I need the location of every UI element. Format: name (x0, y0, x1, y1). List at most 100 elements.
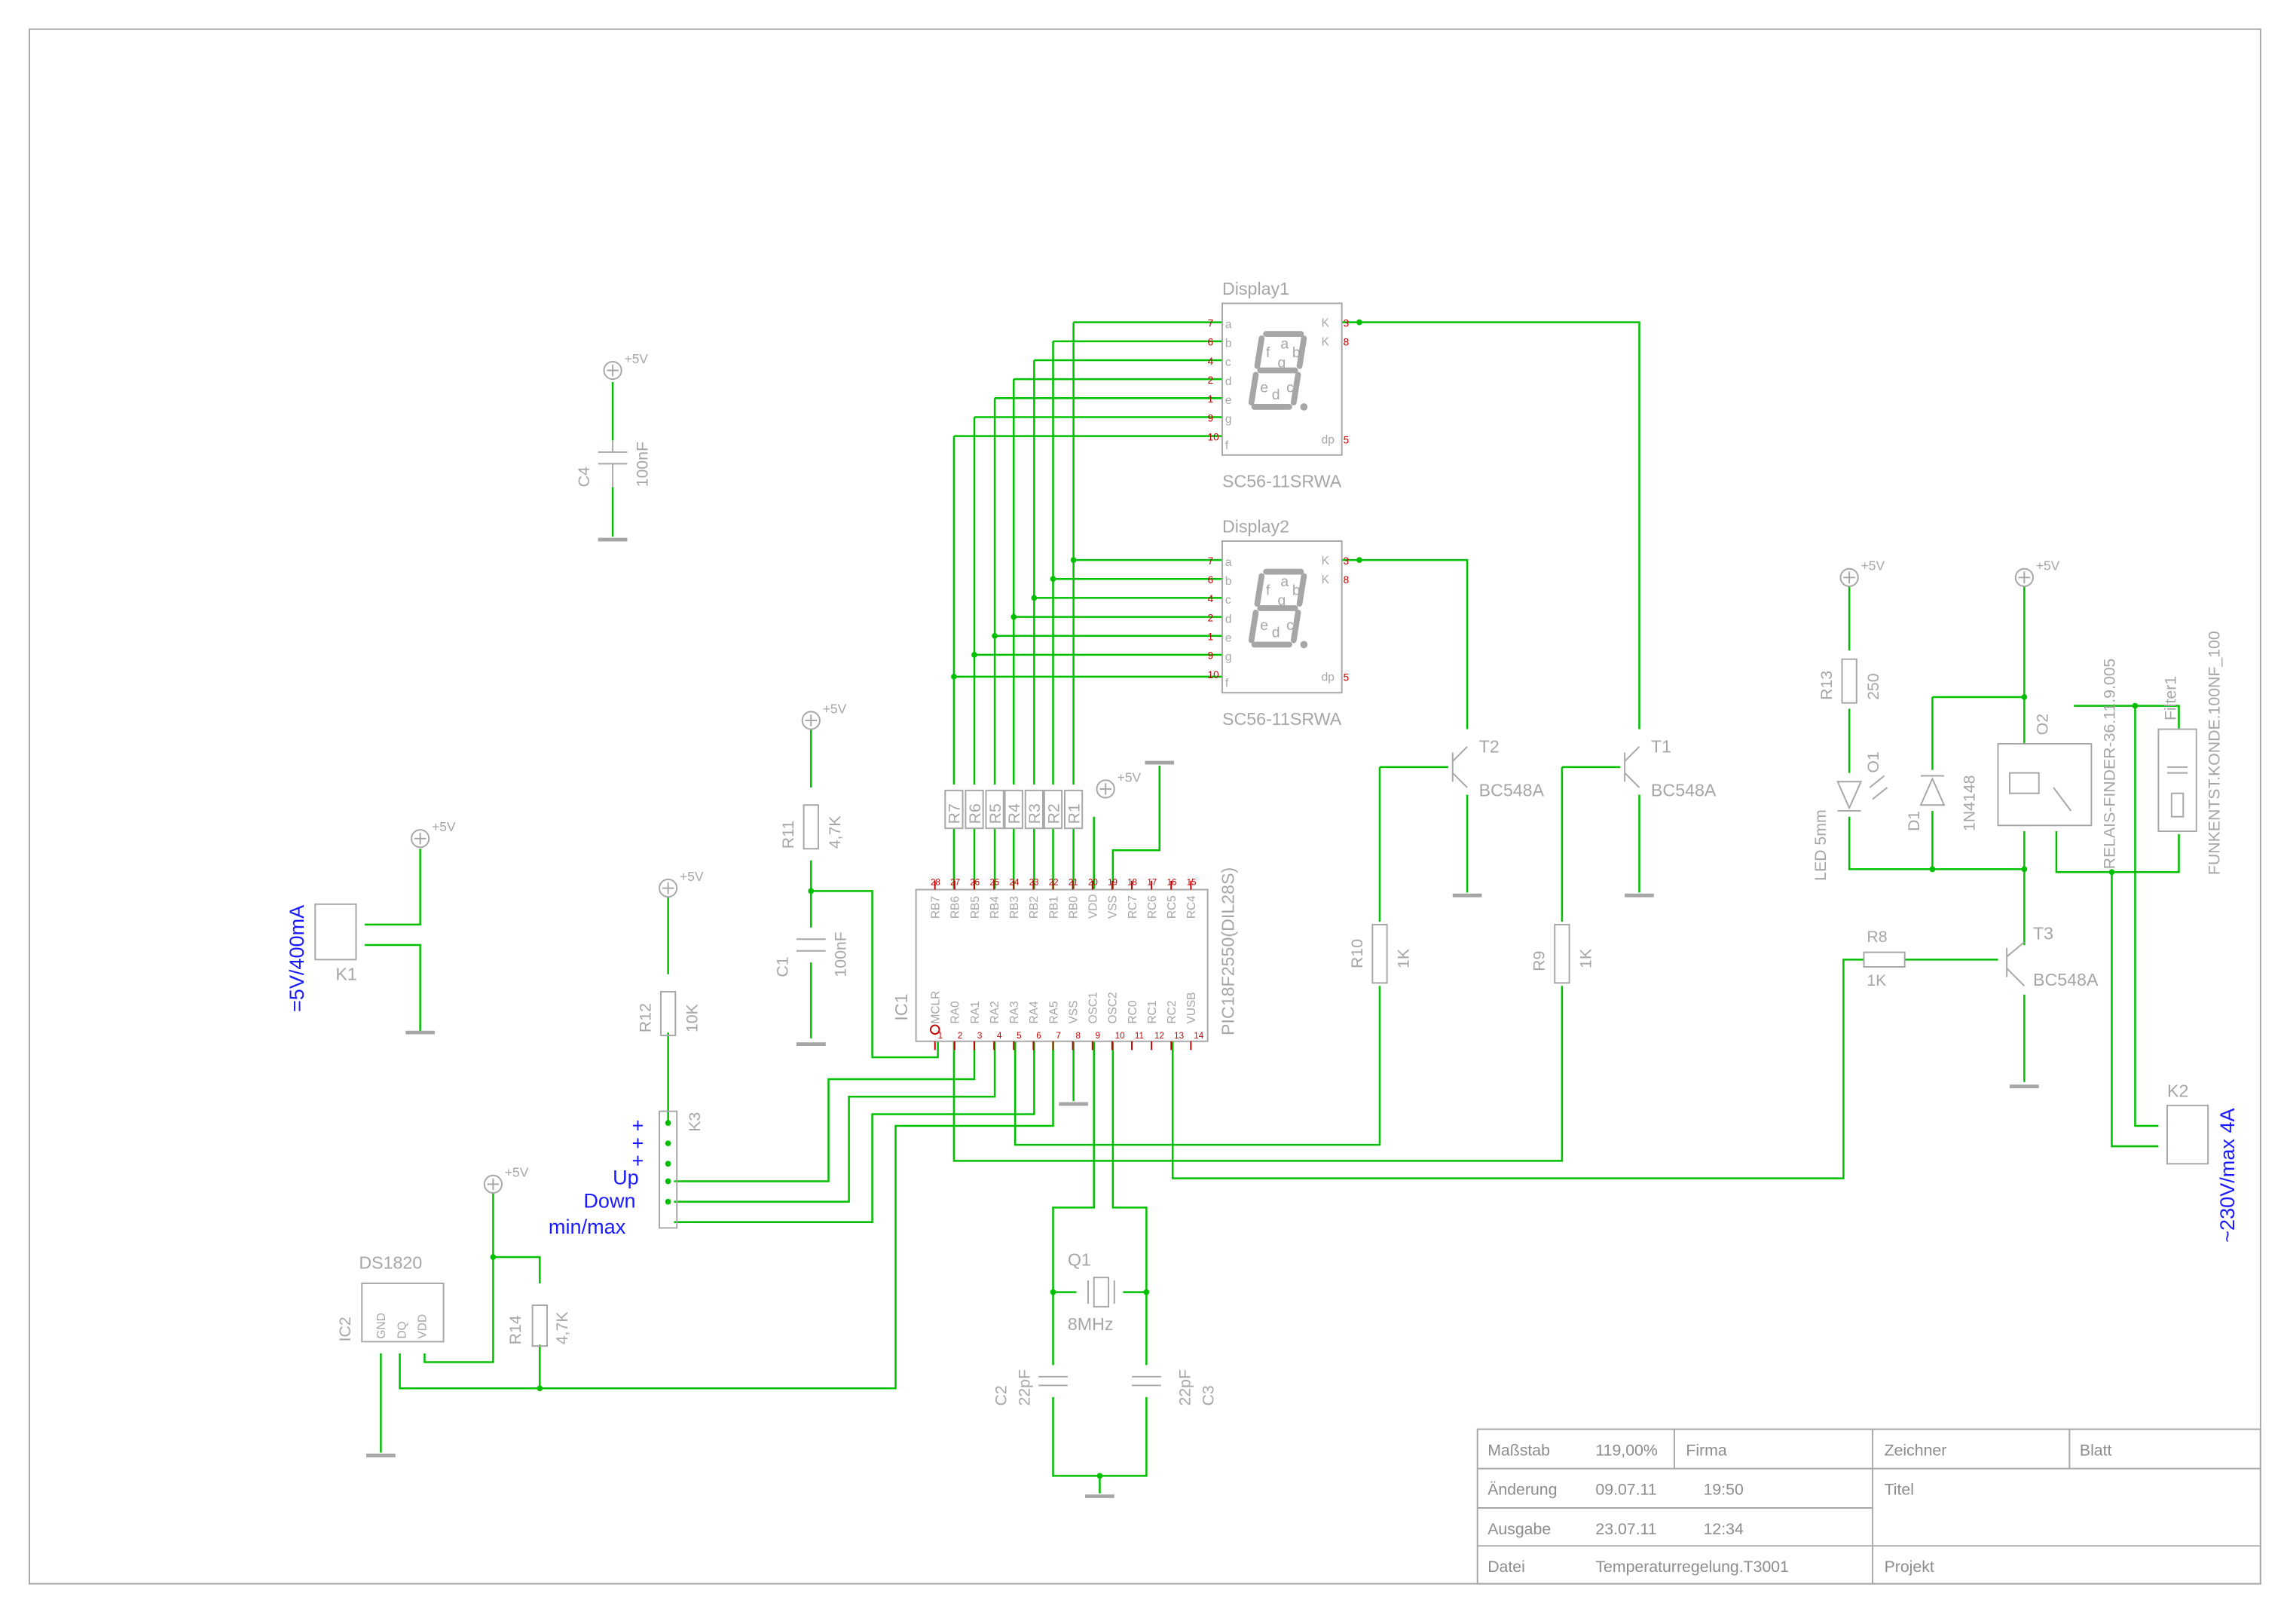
wire-d1 (1931, 696, 2025, 870)
tb-massstab-label: Maßstab (1487, 1441, 1550, 1459)
supply-symbol: +5V (411, 819, 456, 849)
display-pin-number: 6 (1208, 337, 1214, 348)
display-pin-number: 8 (1344, 337, 1350, 348)
wire-d2-k (1341, 558, 1469, 729)
mcu-pin-number: 20 (1088, 878, 1098, 888)
wire-seg-b (1052, 340, 1223, 785)
supply-label: +5V (432, 819, 456, 834)
array-resistor-label: R7 (946, 803, 964, 824)
mcu-pin-label: VSS (1067, 1001, 1080, 1024)
junction-dot (2021, 866, 2028, 873)
display-pin-number: 2 (1208, 375, 1214, 386)
array-resistor: R2 (1043, 789, 1062, 830)
supply-label: +5V (823, 701, 847, 716)
sensor-ds1820 (361, 1283, 445, 1343)
mcu-pin-label: RB6 (949, 896, 962, 919)
c1-ref: C1 (773, 956, 791, 977)
array-resistor-label: R2 (1044, 803, 1062, 824)
filter1-value: FUNKENTST.KONDE.100NF_100 (2206, 631, 2224, 875)
mcu-pin-label: VDD (1087, 895, 1100, 919)
r11-value: 4,7K (826, 816, 844, 849)
sheet-frame (29, 28, 2261, 1585)
wire-seg-d (1013, 378, 1223, 785)
array-resistor: R7 (944, 789, 964, 830)
mcu-pin-label: RC2 (1166, 1001, 1179, 1024)
mcu-pins: 28RB727RB626RB525RB424RB323RB222RB121RB0… (930, 878, 1204, 1051)
mcu-pin-number: 5 (1017, 1031, 1021, 1041)
supply-label: +5V (505, 1165, 529, 1180)
display-pin-letter: g (1225, 651, 1232, 664)
display-pin-letter: d (1225, 375, 1232, 388)
display-segment-letter: g (1278, 355, 1286, 372)
mcu-pin-number: 11 (1135, 1031, 1144, 1041)
display-pin-number: 6 (1208, 574, 1214, 586)
array-resistor: R4 (1004, 789, 1023, 830)
q1-ref: Q1 (1068, 1250, 1091, 1270)
junction-dot (971, 652, 977, 658)
display-segment (1254, 573, 1265, 607)
connector-k2 (2166, 1104, 2209, 1165)
filter1-ref: Filter1 (2162, 676, 2180, 720)
junction-dot (1010, 613, 1017, 620)
mcu-pin-label: RA3 (1008, 1001, 1021, 1023)
t1-value: BC548A (1651, 781, 1717, 800)
display-pin-letter: e (1225, 632, 1232, 644)
display-pin-number: 2 (1208, 612, 1214, 623)
tb-ausgabe-label: Ausgabe (1487, 1520, 1551, 1538)
c3-ref: C3 (1199, 1385, 1217, 1405)
mcu-ic1: IC1 PIC18F2550(DIL28S) (891, 867, 1237, 1042)
wire-minmax (674, 1041, 1035, 1223)
down-label: Down (583, 1188, 635, 1212)
t1-ref: T1 (1651, 737, 1671, 757)
mcu-pin-label: RC0 (1127, 1001, 1139, 1024)
display-pin-letter: b (1225, 338, 1232, 350)
mcu-pin-number: 7 (1056, 1031, 1060, 1041)
tb-aenderung-date: 09.07.11 (1595, 1481, 1656, 1499)
wire-vss (1111, 765, 1161, 890)
mcu-pin-number: 14 (1194, 1031, 1203, 1041)
r14-ref: R14 (506, 1315, 524, 1344)
display-pin-number: 7 (1208, 317, 1214, 329)
t3-value: BC548A (2033, 970, 2099, 989)
title-block (1476, 1428, 2261, 1585)
supply-label: +5V (2036, 558, 2060, 573)
mcu-pin-label: RB0 (1067, 896, 1080, 919)
display-pin-number: 1 (1208, 393, 1214, 405)
junction-dot (1143, 1289, 1150, 1295)
t3-ref: T3 (2033, 923, 2053, 943)
ds1820-pin-dq: DQ (396, 1321, 408, 1338)
c2-ref: C2 (992, 1385, 1010, 1405)
mcu-pin-number: 27 (950, 878, 960, 888)
resistor-r14 (531, 1304, 548, 1347)
wire-t1-base (952, 766, 1621, 1162)
mcu-pin-label: RC6 (1146, 895, 1159, 919)
mcu-pin-label: RB7 (930, 896, 943, 919)
array-resistor-label: R5 (986, 803, 1004, 824)
display-dp-dot (1300, 641, 1308, 649)
mcu-pin-label: RC5 (1166, 895, 1179, 919)
mcu-pin-number: 21 (1069, 878, 1078, 888)
filter1 (2157, 728, 2197, 833)
display1-ref: Display1 (1222, 279, 1289, 298)
r10-value: 1K (1395, 949, 1413, 968)
mcu-pin-label: RA5 (1047, 1001, 1060, 1023)
mcu-pin-number: 18 (1127, 878, 1137, 888)
supply-label: +5V (625, 351, 649, 366)
mcu-pin-number: 9 (1096, 1031, 1100, 1041)
array-resistor: R1 (1064, 789, 1083, 830)
mcu-pin-number: 26 (970, 878, 980, 888)
o2-ref: O2 (2033, 714, 2051, 735)
ds1820-pin-gnd: GND (375, 1313, 388, 1338)
resistor-r11 (803, 804, 819, 850)
ic2-ref: IC2 (336, 1317, 354, 1341)
mcu-part: PIC18F2550(DIL28S) (1218, 867, 1237, 1035)
r12-value: 10K (683, 1004, 701, 1032)
connector-k1 (314, 903, 357, 961)
q1-value: 8MHz (1068, 1314, 1114, 1334)
resistor-r10 (1371, 923, 1388, 984)
wire-mclr (811, 890, 939, 1059)
display-segment-letter: f (1266, 344, 1270, 361)
k3-plus-label: + + + (626, 1120, 650, 1167)
